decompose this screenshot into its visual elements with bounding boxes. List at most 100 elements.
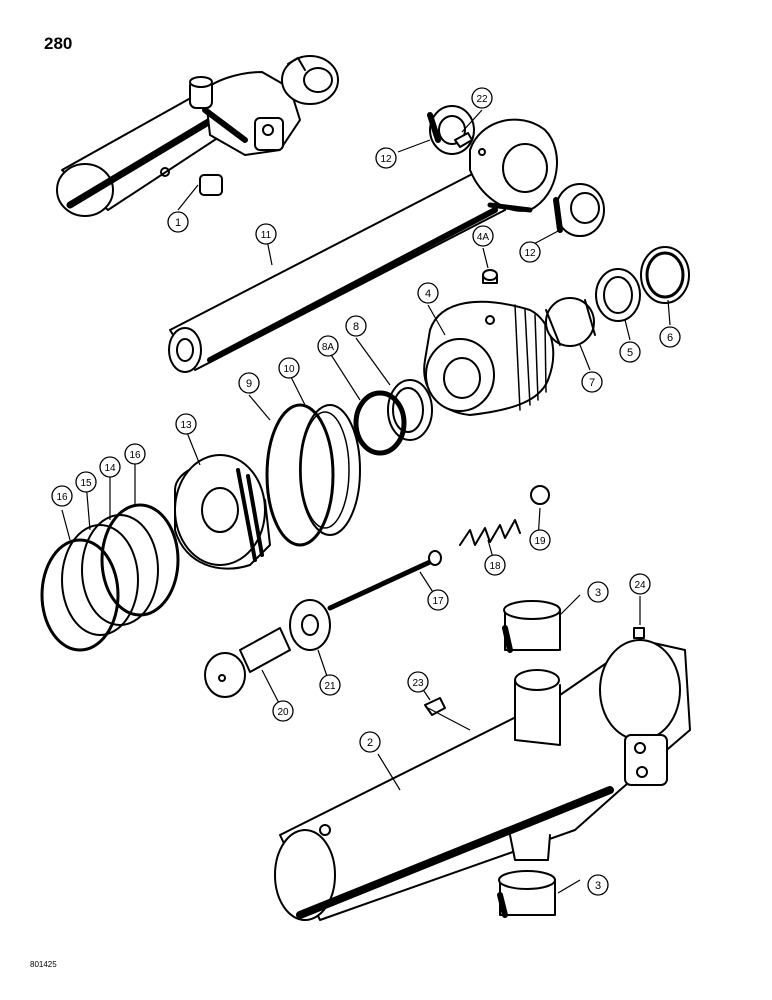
piston-part — [174, 454, 271, 570]
callout-label: 2 — [367, 737, 373, 749]
callout-label: 5 — [627, 347, 633, 359]
piston-wear-ring-part — [100, 503, 180, 617]
washer-part — [289, 599, 331, 651]
check-ball-part — [530, 485, 550, 505]
set-screw-part — [633, 627, 645, 639]
page-number: 280 — [44, 34, 73, 53]
callout-circle — [317, 335, 339, 357]
callout-circle — [472, 225, 494, 247]
large-backup-ring-part — [299, 404, 361, 536]
callout-c5: 5 — [619, 341, 641, 363]
callout-c16b: 16 — [51, 485, 73, 507]
callout-circle — [619, 341, 641, 363]
wiper-seal-part — [595, 268, 641, 322]
callout-circle — [99, 456, 121, 478]
callout-c9: 9 — [238, 372, 260, 394]
callout-circle — [629, 573, 651, 595]
figure-reference-code: 801425 — [30, 960, 57, 969]
callout-circle — [375, 147, 397, 169]
callout-label: 21 — [324, 681, 336, 692]
callout-circle — [124, 443, 146, 465]
check-pin-part — [327, 550, 442, 611]
callout-label: 18 — [489, 561, 501, 572]
callout-c12b: 12 — [519, 241, 541, 263]
callout-label: 20 — [277, 707, 289, 718]
retaining-ring-part — [640, 246, 690, 304]
callout-c20: 20 — [272, 700, 294, 722]
callout-circle — [272, 700, 294, 722]
callout-label: 8 — [353, 321, 359, 333]
callout-circle — [319, 674, 341, 696]
callout-label: 6 — [667, 332, 673, 344]
callout-label: 17 — [432, 596, 444, 607]
callout-c4a: 4A — [472, 225, 494, 247]
callout-label: 24 — [634, 580, 646, 591]
plug-bolt-part — [204, 627, 291, 698]
eye-bushing-part — [427, 105, 475, 155]
piston-seal-part — [61, 524, 139, 636]
callout-c2: 2 — [359, 731, 381, 753]
callout-label: 4 — [425, 288, 431, 300]
callout-circle — [519, 241, 541, 263]
callout-c19: 19 — [529, 529, 551, 551]
cylinder-bushing-part — [497, 870, 556, 918]
plug-part — [482, 269, 498, 284]
callout-label: 12 — [524, 248, 536, 259]
bushing-part — [545, 297, 596, 347]
callout-circle — [581, 371, 603, 393]
callout-circle — [484, 554, 506, 576]
callout-label: 8A — [322, 342, 335, 353]
callout-circle — [407, 671, 429, 693]
callout-circle — [417, 282, 439, 304]
callout-c11: 11 — [255, 223, 277, 245]
callout-circle — [51, 485, 73, 507]
callout-c22: 22 — [471, 87, 493, 109]
callout-c8: 8 — [345, 315, 367, 337]
callout-circle — [659, 326, 681, 348]
callout-c21: 21 — [319, 674, 341, 696]
callout-label: 15 — [80, 478, 92, 489]
callout-label: 7 — [589, 377, 595, 389]
piston-wear-ring-part — [40, 538, 120, 652]
spring-part — [459, 519, 521, 546]
grease-fitting-part — [454, 132, 473, 148]
callout-c23: 23 — [407, 671, 429, 693]
callout-label: 13 — [180, 420, 192, 431]
callout-circle — [75, 471, 97, 493]
callout-circle — [359, 731, 381, 753]
callout-label: 16 — [129, 450, 141, 461]
callout-circle — [587, 874, 609, 896]
callout-c7: 7 — [581, 371, 603, 393]
callout-label: 23 — [412, 678, 424, 689]
callout-c6: 6 — [659, 326, 681, 348]
callout-label: 11 — [261, 230, 272, 241]
o-ring-part — [265, 403, 335, 547]
callout-label: 1 — [175, 217, 181, 229]
callout-label: 19 — [534, 536, 546, 547]
callout-c4: 4 — [417, 282, 439, 304]
callout-label: 3 — [595, 880, 601, 892]
callout-c18: 18 — [484, 554, 506, 576]
callout-c12a: 12 — [375, 147, 397, 169]
cylinder-bushing-part — [502, 600, 561, 653]
callout-label: 4A — [477, 232, 490, 243]
callout-c17: 17 — [427, 589, 449, 611]
callout-circle — [278, 357, 300, 379]
callout-circle — [587, 581, 609, 603]
callout-circle — [238, 372, 260, 394]
callout-label: 12 — [380, 154, 392, 165]
callout-c10: 10 — [278, 357, 300, 379]
grease-fitting-part — [424, 697, 446, 716]
callout-c24: 24 — [629, 573, 651, 595]
callout-c15: 15 — [75, 471, 97, 493]
callout-circle — [427, 589, 449, 611]
backup-ring-part — [353, 390, 407, 456]
callout-c16a: 16 — [124, 443, 146, 465]
callout-c14: 14 — [99, 456, 121, 478]
callout-c13: 13 — [175, 413, 197, 435]
callout-c8a: 8A — [317, 335, 339, 357]
callout-circle — [175, 413, 197, 435]
callout-label: 9 — [246, 378, 252, 390]
callout-label: 16 — [56, 492, 68, 503]
